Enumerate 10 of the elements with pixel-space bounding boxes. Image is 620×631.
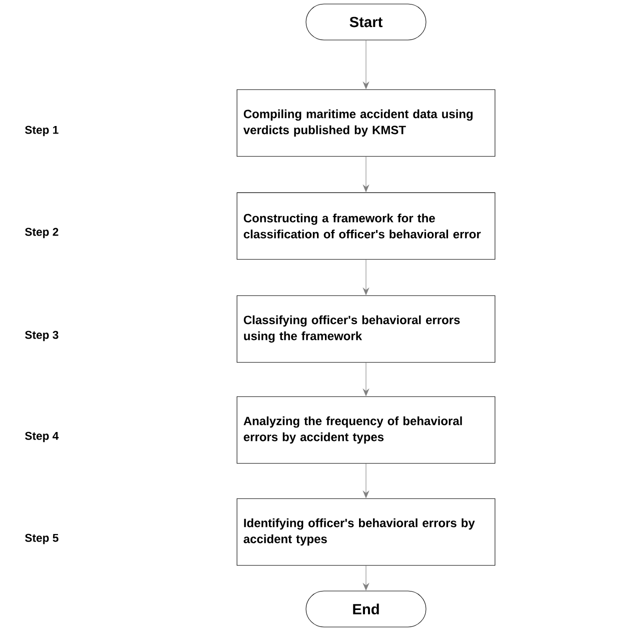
process-box: Compiling maritime accident data using verdicts published by KMST (236, 89, 496, 157)
process-box: Identifying officer's behavioral errors by accident types (236, 498, 496, 566)
step-label: Step 3 (25, 330, 58, 342)
step-label: Step 1 (25, 126, 58, 136)
step-label: Step 2 (25, 228, 58, 238)
process-box: Classifying officer's behavioral errors using the framework (236, 295, 496, 363)
step-label: Step 5 (25, 534, 58, 544)
process-box: Constructing a framework for the classification of officer's behavioral error (236, 192, 496, 260)
step-label: Step 4 (25, 432, 59, 442)
process-box: Analyzing the frequency of behavioral errors by accident types (236, 396, 496, 464)
